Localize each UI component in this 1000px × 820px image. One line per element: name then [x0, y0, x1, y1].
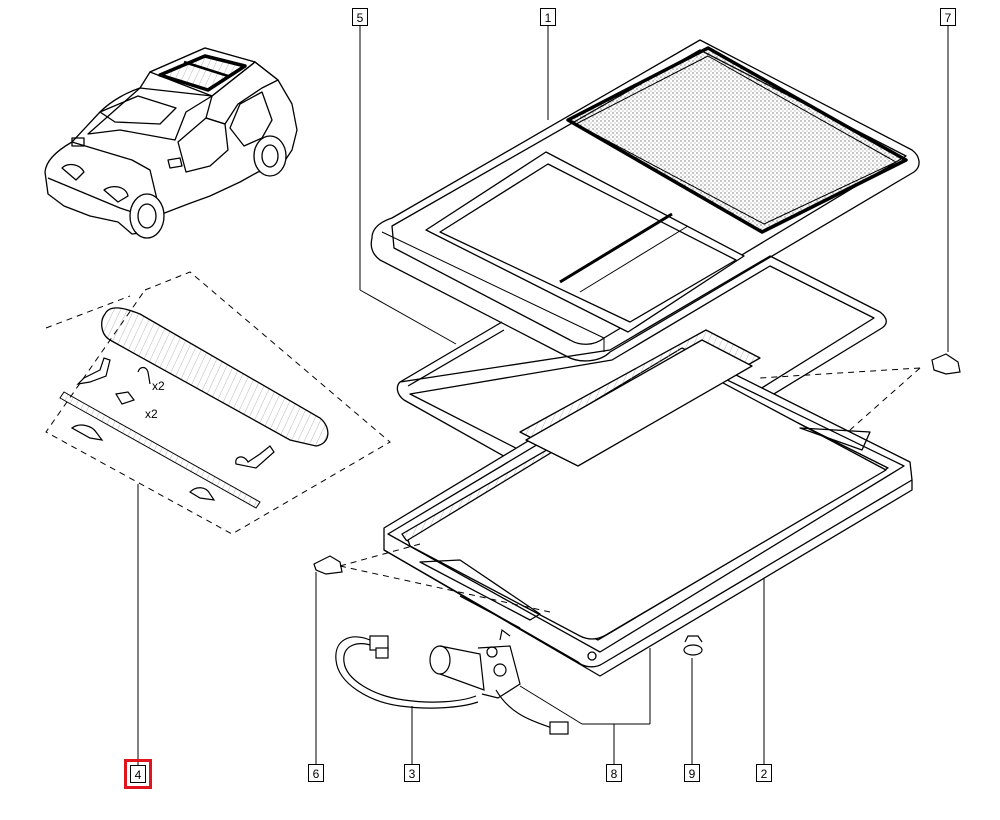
sunroof-glass-panel	[370, 39, 920, 362]
callout-9[interactable]: 9	[684, 764, 700, 782]
trim-kit-group	[45, 271, 391, 535]
callout-1[interactable]: 1	[540, 8, 556, 26]
callout-6[interactable]: 6	[308, 764, 324, 782]
pin-quantity: x2	[145, 407, 158, 421]
callout-4[interactable]: 4	[124, 759, 152, 789]
callout-5[interactable]: 5	[352, 8, 368, 26]
clip-part-6	[313, 555, 343, 575]
car-illustration	[44, 47, 298, 239]
sunroof-motor	[429, 628, 569, 735]
nut-part-9	[683, 635, 703, 656]
wiring-harness	[335, 635, 479, 709]
clip-quantity: x2	[152, 379, 165, 393]
leader-lines	[137, 26, 949, 766]
clip-part-7	[931, 353, 961, 375]
callout-7[interactable]: 7	[940, 8, 956, 26]
sunroof-frame	[383, 329, 913, 677]
callout-3[interactable]: 3	[404, 764, 420, 782]
deflector-trim	[101, 307, 329, 447]
callout-2[interactable]: 2	[756, 764, 772, 782]
callout-8[interactable]: 8	[606, 764, 622, 782]
